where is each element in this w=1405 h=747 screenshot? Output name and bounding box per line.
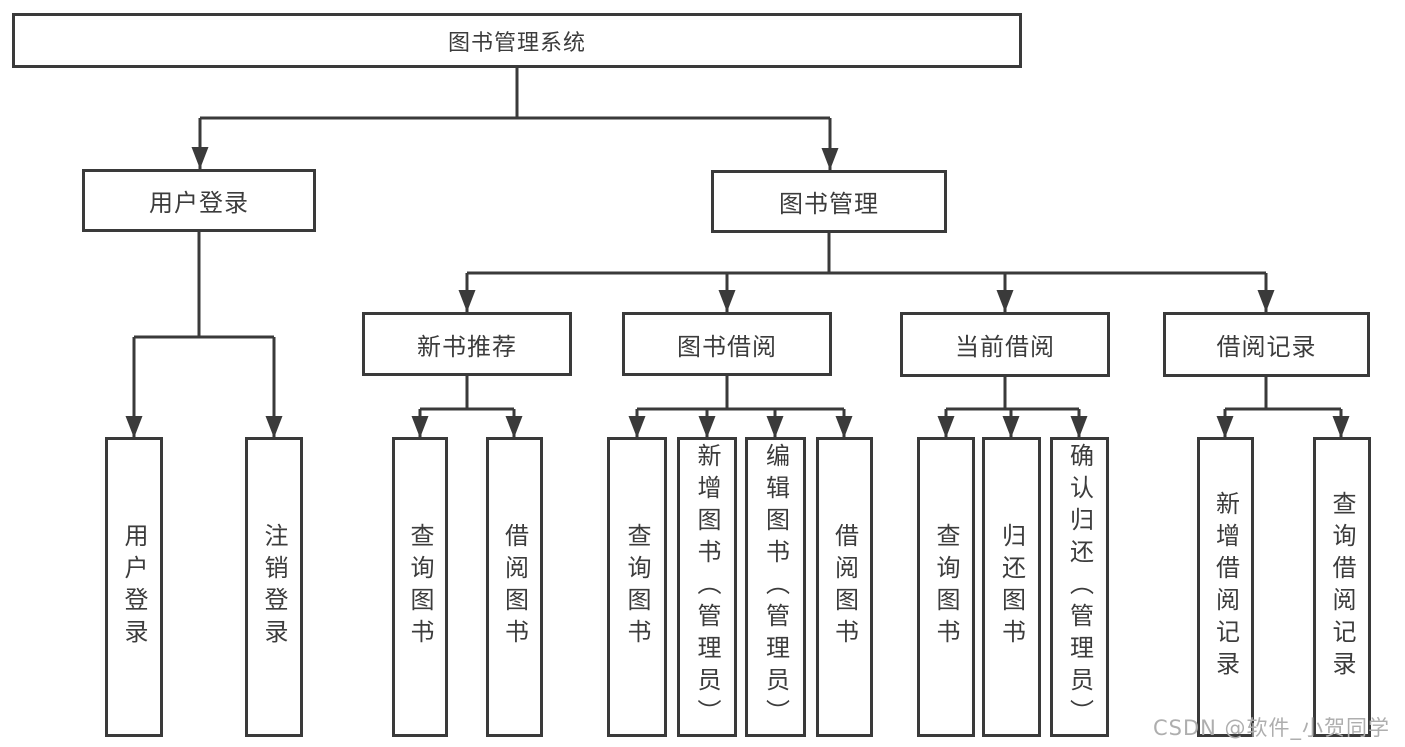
node-user-login: 用户登录 [82,169,316,232]
leaf-query-books-borrow: 查询图书 [607,437,667,737]
leaf-label: 查询图书 [623,523,651,651]
leaf-label: 新增借阅记录 [1211,491,1240,683]
leaf-label: 编辑图书（管理员） [761,443,790,731]
node-system-root: 图书管理系统 [12,13,1022,68]
node-label: 图书借阅 [677,332,777,361]
leaf-query-books-recommend: 查询图书 [392,437,448,737]
leaf-label: 查询图书 [406,523,434,651]
leaf-borrow-books-recommend: 借阅图书 [486,437,543,737]
node-label: 新书推荐 [417,332,517,361]
leaf-label: 查询借阅记录 [1328,491,1356,683]
leaf-label: 用户登录 [120,523,148,651]
leaf-query-books-current: 查询图书 [917,437,975,737]
node-label: 当前借阅 [955,333,1055,361]
csdn-watermark: CSDN @软件_小贺同学 [1153,716,1391,740]
leaf-add-borrow-record: 新增借阅记录 [1197,437,1254,737]
leaf-label: 借阅图书 [830,523,859,651]
leaf-query-borrow-record: 查询借阅记录 [1313,437,1371,737]
leaf-label: 新增图书（管理员） [693,443,721,731]
leaf-label: 借阅图书 [500,523,529,651]
node-book-management: 图书管理 [711,170,947,233]
leaf-edit-books-admin: 编辑图书（管理员） [745,437,806,737]
leaf-label: 确认归还（管理员） [1065,443,1094,731]
leaf-borrow-books: 借阅图书 [816,437,873,737]
leaf-confirm-return-admin: 确认归还（管理员） [1050,437,1109,737]
node-new-book-recommend: 新书推荐 [362,312,572,376]
leaf-add-books-admin: 新增图书（管理员） [677,437,737,737]
node-borrow-records: 借阅记录 [1163,312,1370,377]
node-current-borrow: 当前借阅 [900,312,1110,377]
node-label: 用户登录 [149,189,249,217]
leaf-label: 注销登录 [260,523,288,651]
node-label: 图书管理系统 [447,30,586,56]
node-label: 借阅记录 [1216,333,1317,361]
leaf-label: 归还图书 [997,523,1026,651]
node-label: 图书管理 [779,190,879,218]
leaf-logout: 注销登录 [245,437,303,737]
node-book-borrow: 图书借阅 [622,312,832,376]
leaf-user-login: 用户登录 [105,437,163,737]
leaf-return-books: 归还图书 [982,437,1041,737]
leaf-label: 查询图书 [932,523,960,651]
